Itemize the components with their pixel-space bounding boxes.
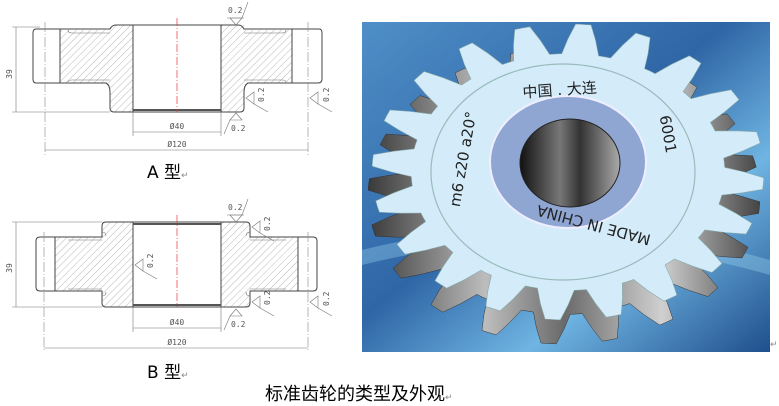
bore-hole bbox=[519, 118, 621, 208]
drawing-type-a: 39 Ø40 Ø120 0.2 0.2 0.2 0.2 bbox=[5, 1, 333, 155]
roughness-symbol: 0.2 bbox=[251, 216, 275, 242]
dim-outer-a: Ø120 bbox=[167, 139, 186, 149]
figure-caption: 标准齿轮的类型及外观↵ bbox=[265, 384, 453, 405]
dim-bore-b: Ø40 bbox=[170, 317, 185, 327]
roughness-symbol: 0.2 bbox=[134, 253, 158, 280]
gear-text-top: 中国 . 大连 bbox=[522, 78, 597, 101]
dim-bore-a: Ø40 bbox=[170, 121, 185, 131]
svg-text:0.2: 0.2 bbox=[322, 87, 331, 102]
dim-height-b: 39 bbox=[5, 263, 14, 273]
svg-text:0.2: 0.2 bbox=[257, 87, 266, 102]
gear-a-outline bbox=[32, 24, 323, 113]
label-type-a: A 型↵ bbox=[147, 163, 189, 183]
svg-text:0.2: 0.2 bbox=[263, 216, 272, 231]
roughness-symbol: 0.2 bbox=[223, 308, 246, 331]
svg-text:0.2: 0.2 bbox=[146, 253, 155, 268]
svg-text:0.2: 0.2 bbox=[263, 290, 272, 305]
gear-photo: 中国 . 大连 6001 MADE IN CHINA m6 z20 a20° bbox=[362, 22, 770, 352]
roughness-symbol: 0.2 bbox=[223, 112, 246, 135]
roughness-symbol: 0.2 bbox=[309, 291, 333, 317]
paragraph-mark: ↵ bbox=[770, 340, 778, 350]
roughness-symbol: 0.2 bbox=[251, 290, 275, 317]
gear-b-outline bbox=[35, 221, 318, 308]
roughness-symbol: 0.2 bbox=[227, 1, 249, 26]
roughness-symbol: 0.2 bbox=[245, 87, 269, 113]
roughness-symbol: 0.2 bbox=[309, 87, 333, 113]
roughness-symbol: 0.2 bbox=[227, 198, 249, 223]
drawing-type-b: 39 Ø40 Ø120 0.2 0.2 0.2 0.2 0.2 0.2 bbox=[5, 198, 333, 350]
svg-text:0.2: 0.2 bbox=[228, 203, 243, 212]
svg-text:0.2: 0.2 bbox=[231, 124, 246, 133]
gear-a-hatched-section bbox=[60, 25, 133, 112]
dim-outer-b: Ø120 bbox=[167, 337, 186, 347]
svg-text:0.2: 0.2 bbox=[231, 320, 246, 329]
svg-text:0.2: 0.2 bbox=[322, 291, 331, 306]
dim-height-a: 39 bbox=[5, 69, 14, 79]
label-type-b: B 型↵ bbox=[147, 363, 189, 383]
svg-text:0.2: 0.2 bbox=[228, 6, 243, 15]
